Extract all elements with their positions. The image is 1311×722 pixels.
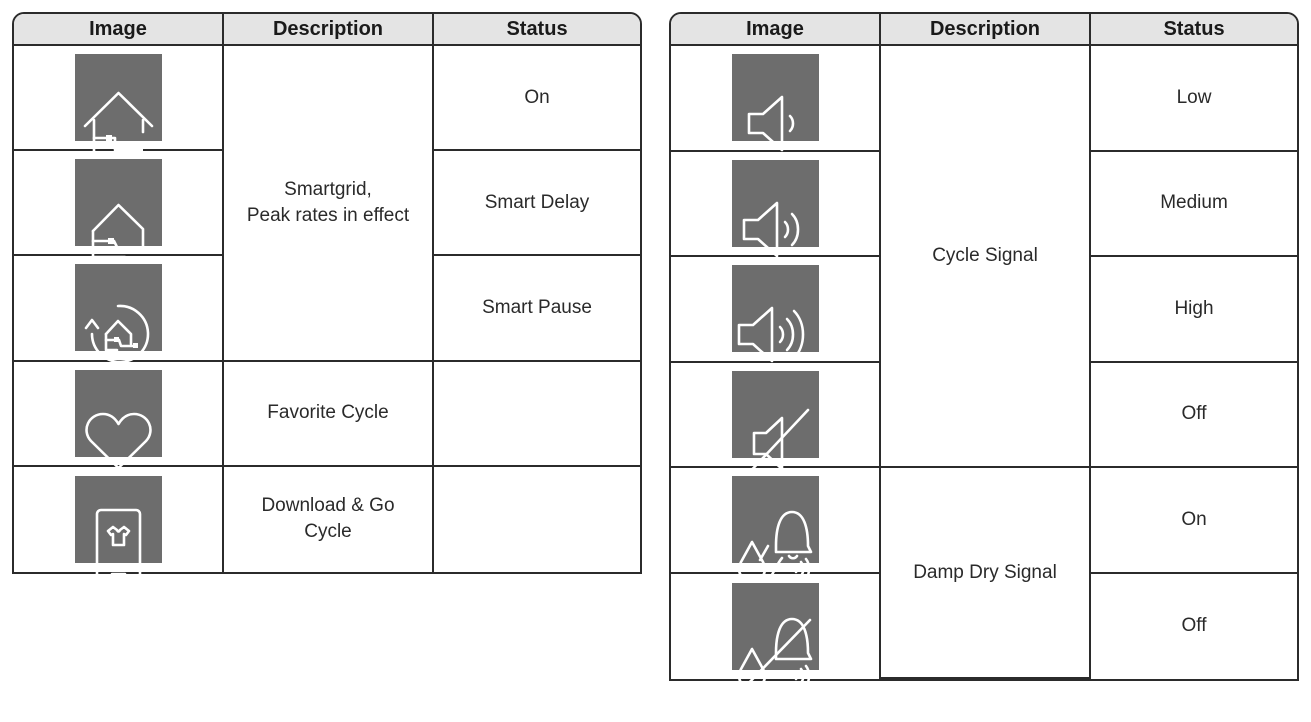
damp-dry-off-icon <box>731 582 819 693</box>
right-table: Image Description Status Cycle Signal Lo… <box>669 12 1299 693</box>
image-cell <box>671 46 881 152</box>
status-header: Status <box>1091 14 1297 46</box>
status-empty <box>434 362 640 467</box>
favorite-description: Favorite Cycle <box>224 361 434 467</box>
status-smart-pause: Smart Pause <box>434 256 640 362</box>
status-on: On <box>1091 468 1297 574</box>
status-smart-delay: Smart Delay <box>434 151 640 257</box>
image-cell <box>14 466 224 583</box>
status-empty <box>434 467 640 572</box>
damp-dry-bell-icon <box>731 476 819 584</box>
image-header: Image <box>14 14 224 46</box>
image-cell <box>671 362 881 478</box>
status-high: High <box>1091 257 1297 363</box>
image-cell <box>14 151 224 259</box>
smartgrid-on-icon <box>74 54 162 156</box>
smartgrid-pause-icon <box>74 264 162 364</box>
phone-shirt-icon <box>74 475 162 583</box>
download-description: Download & Go Cycle <box>224 466 434 572</box>
speaker-medium-icon <box>731 159 819 258</box>
image-cell <box>671 468 881 584</box>
description-header: Description <box>224 14 434 46</box>
speaker-low-icon <box>731 54 819 152</box>
image-cell <box>671 151 881 258</box>
heart-icon <box>74 369 162 469</box>
status-on: On <box>434 46 640 152</box>
image-cell <box>14 46 224 156</box>
image-cell <box>14 361 224 469</box>
damp-dry-description: Damp Dry Signal <box>881 468 1091 679</box>
image-cell <box>671 573 881 693</box>
description-header: Description <box>881 14 1091 46</box>
status-medium: Medium <box>1091 152 1297 257</box>
image-cell <box>14 256 224 364</box>
left-table: Image Description Status Smartgrid, Peak… <box>12 12 642 583</box>
cycle-signal-description: Cycle Signal <box>881 46 1091 468</box>
image-cell <box>671 257 881 363</box>
image-header: Image <box>671 14 881 46</box>
status-off: Off <box>1181 615 1207 637</box>
speaker-mute-icon <box>731 370 819 478</box>
smartgrid-description: Smartgrid, Peak rates in effect <box>224 46 434 362</box>
smartgrid-delay-icon <box>74 159 162 259</box>
status-off: Off <box>1091 363 1297 468</box>
status-header: Status <box>434 14 640 46</box>
status-low: Low <box>1091 46 1297 152</box>
speaker-high-icon <box>731 265 819 363</box>
